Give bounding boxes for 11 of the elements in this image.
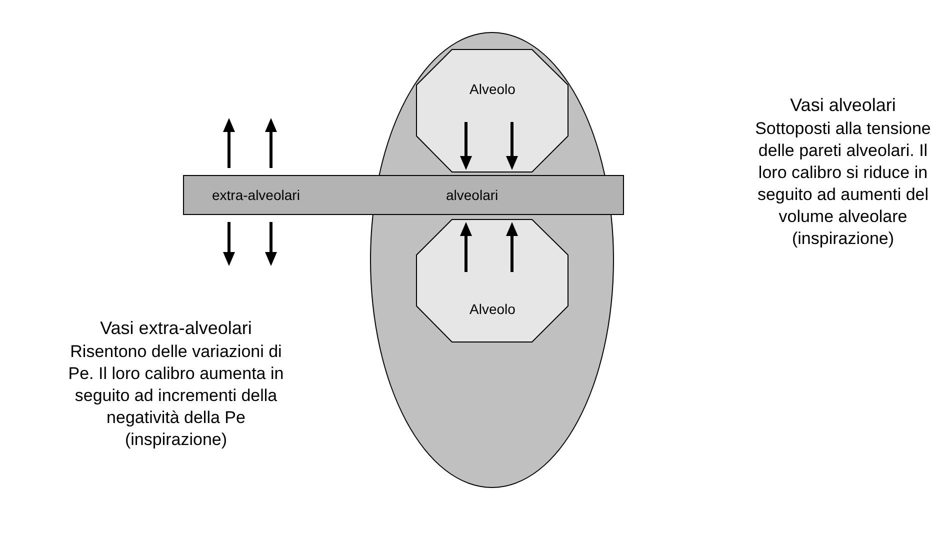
vessel-label: extra-alveolari bbox=[212, 187, 300, 203]
vessel-label: alveolari bbox=[446, 187, 498, 203]
heading: Vasi alveolari bbox=[789, 94, 897, 117]
alveolus-octagon bbox=[416, 219, 569, 343]
alveolus-label: Alveolo bbox=[468, 301, 516, 317]
vessel-bar bbox=[183, 175, 624, 215]
heading: Vasi extra-alveolari bbox=[99, 317, 253, 340]
alveolus-octagon bbox=[416, 49, 569, 173]
description-text: Sottoposti alla tensione delle pareti alveolari. Il loro calibro si riduce in seguito ad aumenti del volume alveolare (inspirazione) bbox=[754, 118, 932, 250]
description-text: Risentono delle variazioni di Pe. Il loro calibro aumenta in seguito ad incrementi della negatività della Pe (inspirazione) bbox=[67, 341, 285, 452]
alveolus-label: Alveolo bbox=[468, 81, 516, 97]
